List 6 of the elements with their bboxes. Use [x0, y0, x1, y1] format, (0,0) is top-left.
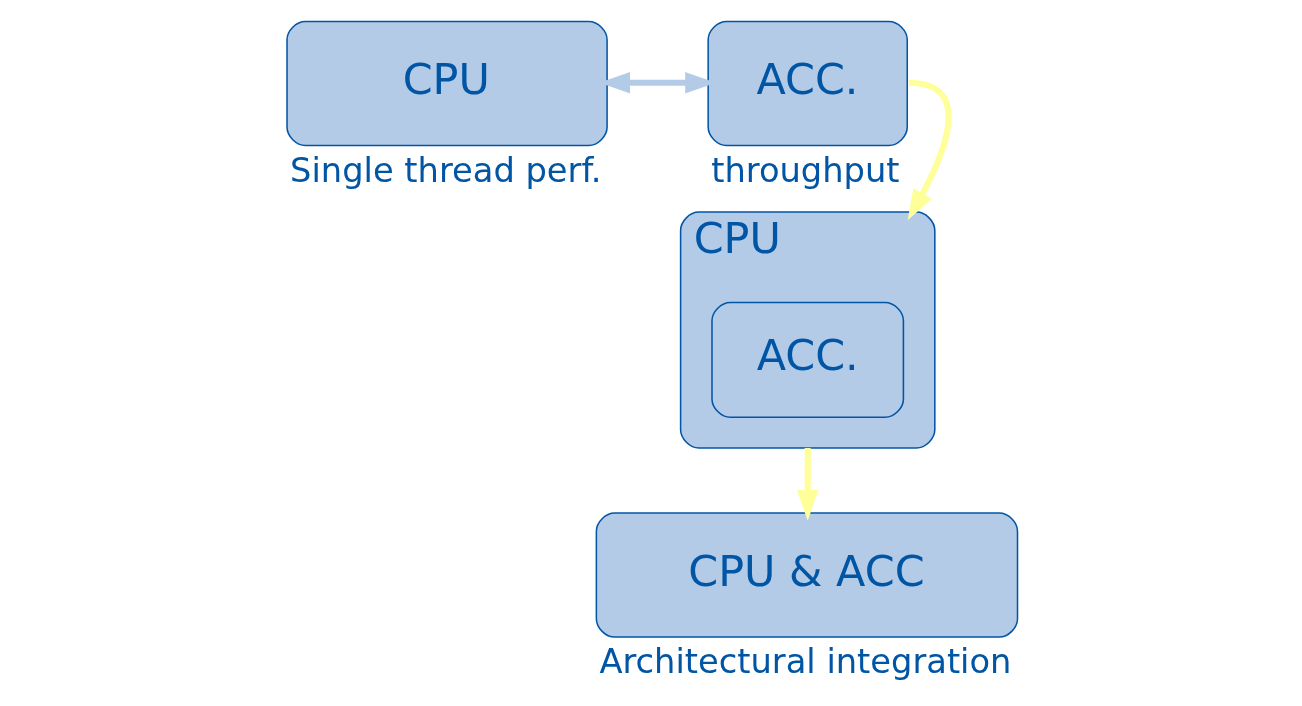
arrow — [907, 79, 952, 221]
node-label: Architectural integration — [598, 642, 1011, 682]
arrow — [796, 447, 818, 521]
node-label: throughput — [710, 150, 900, 190]
node-box: ACC. — [710, 301, 904, 419]
node-label: Single thread perf. — [289, 150, 602, 190]
